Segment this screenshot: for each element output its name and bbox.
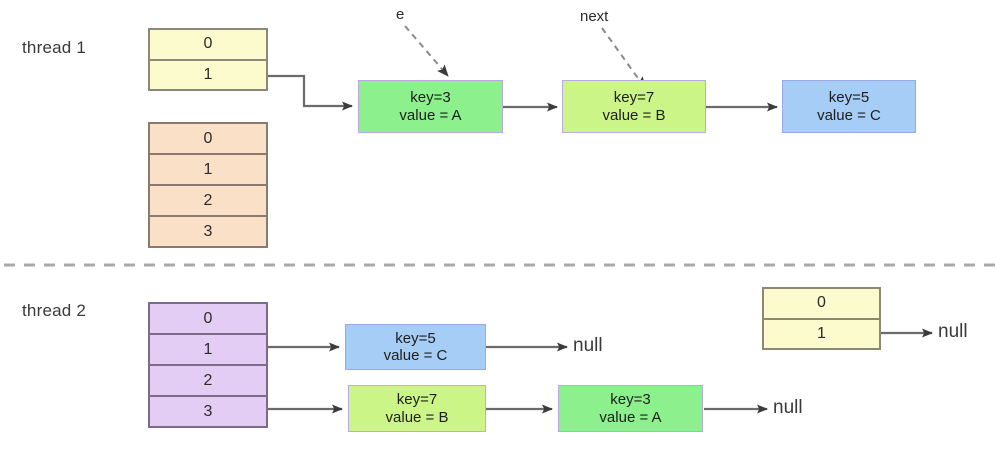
t2-purple-bucket-cell-0[interactable]: 0: [150, 304, 266, 335]
t2-purple-bucket-cell-3[interactable]: 3: [150, 397, 266, 426]
t1-node-key7-value: value = B: [602, 106, 666, 124]
t1-orange-bucket-table: 0 1 2 3: [148, 122, 268, 248]
t1-yellow-bucket-cell-1[interactable]: 1: [150, 60, 266, 89]
t2-yellow-bucket-cell-0[interactable]: 0: [764, 289, 879, 320]
t2-purple-bucket-table: 0 1 2 3: [148, 302, 268, 428]
t2-node-key7-key: key=7: [396, 391, 438, 409]
t1-orange-bucket-cell-3[interactable]: 3: [150, 217, 266, 246]
t2-node-key5-key: key=5: [395, 329, 436, 347]
t2-yellow-bucket-cell-1[interactable]: 1: [764, 319, 879, 348]
t2-node-key3[interactable]: key=3 value = A: [558, 385, 703, 432]
pointer-label-next: next: [580, 8, 609, 25]
t1-node-key5-key: key=5: [828, 89, 870, 107]
t2-purple-bucket-cell-2[interactable]: 2: [150, 366, 266, 397]
t2-node-key7-value: value = B: [385, 408, 449, 426]
t1-node-key5-value: value = C: [817, 106, 881, 124]
t2-table2-null: null: [938, 321, 968, 342]
t2-row2-null: null: [773, 397, 803, 418]
t1-orange-bucket-cell-1[interactable]: 1: [150, 155, 266, 186]
t2-node-key5-value: value = C: [383, 347, 448, 364]
wire-pointer-e: [404, 25, 449, 77]
t2-node-key5[interactable]: key=5 value = C: [345, 324, 486, 370]
t2-yellow-bucket-table: 0 1: [762, 287, 881, 350]
pointer-label-e: e: [396, 6, 405, 23]
t1-node-key3-key: key=3: [410, 89, 451, 107]
t1-node-key5[interactable]: key=5 value = C: [782, 80, 916, 133]
t1-orange-bucket-cell-0[interactable]: 0: [150, 124, 266, 155]
t2-node-key3-key: key=3: [610, 391, 651, 409]
t1-node-key3-value: value = A: [399, 106, 462, 124]
t1-yellow-bucket-table: 0 1: [148, 28, 268, 91]
t2-node-key7[interactable]: key=7 value = B: [348, 385, 486, 432]
t1-node-key3[interactable]: key=3 value = A: [358, 80, 503, 133]
t1-node-key7[interactable]: key=7 value = B: [562, 80, 706, 133]
t1-yellow-bucket-cell-0[interactable]: 0: [150, 30, 266, 61]
t2-row1-null: null: [573, 335, 603, 356]
wire-pointer-next: [601, 27, 646, 89]
t1-orange-bucket-cell-2[interactable]: 2: [150, 186, 266, 217]
t2-purple-bucket-cell-1[interactable]: 1: [150, 335, 266, 366]
thread-2-label: thread 2: [22, 301, 86, 320]
wire-bucket1-to-node-key3: [268, 74, 353, 111]
t2-node-key3-value: value = A: [599, 408, 662, 426]
t1-node-key7-key: key=7: [613, 89, 655, 107]
thread-1-label: thread 1: [22, 38, 86, 57]
